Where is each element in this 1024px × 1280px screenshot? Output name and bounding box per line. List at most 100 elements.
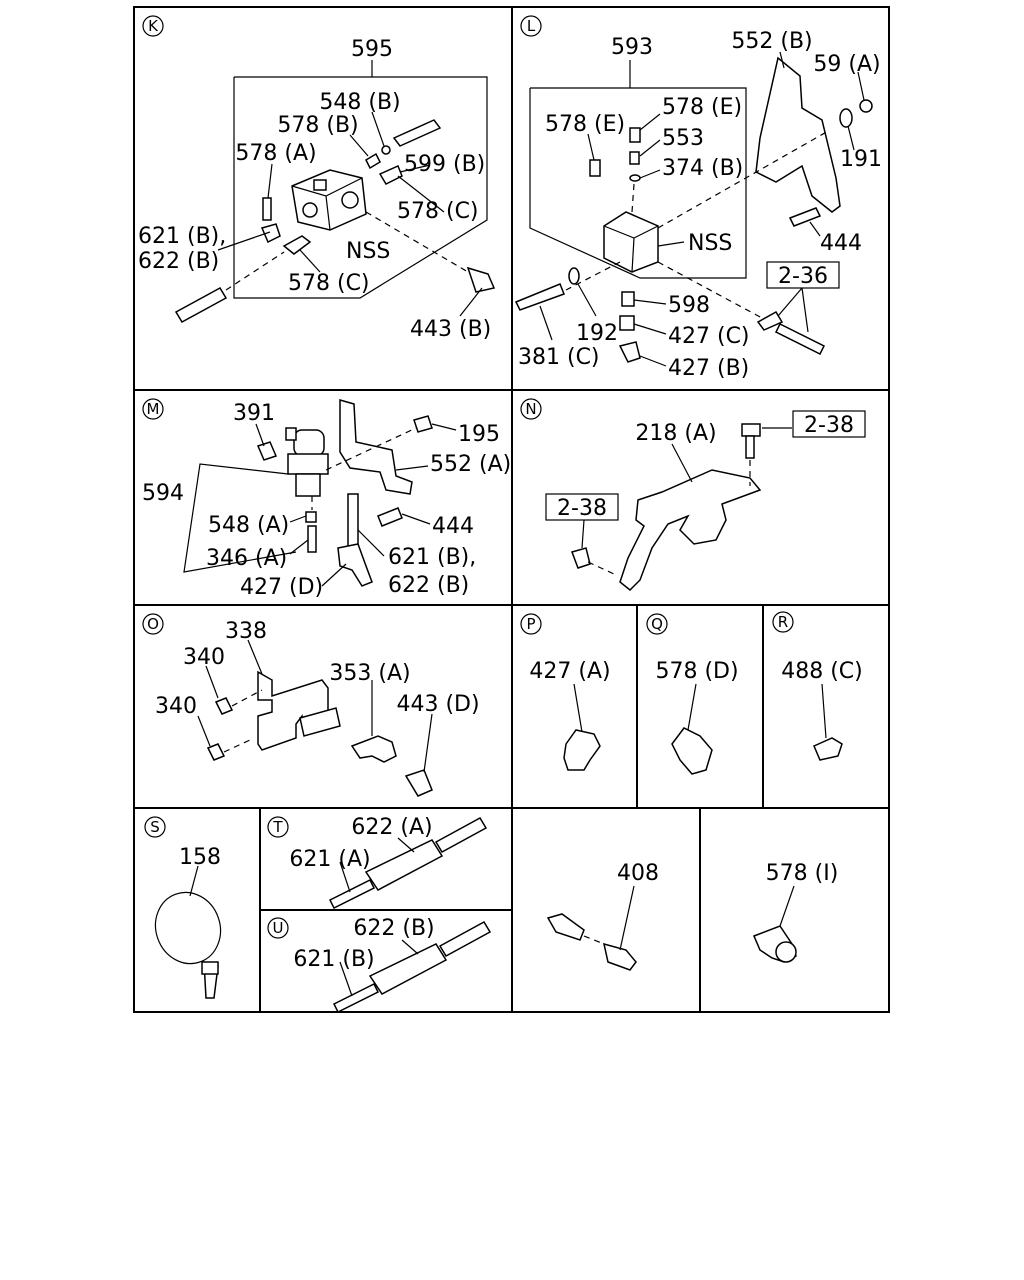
panel-n-bracket: 218 (A) 2-38 2-38 bbox=[545, 410, 866, 592]
elbow-427a bbox=[563, 729, 601, 771]
tube-621b-u bbox=[332, 982, 380, 1014]
label-381c: 381 (C) bbox=[518, 345, 600, 370]
svg-text:Q: Q bbox=[651, 615, 663, 633]
fitting-598 bbox=[621, 291, 635, 307]
ref-box-2-38-lower bbox=[545, 493, 619, 521]
svg-text:M: M bbox=[147, 400, 160, 418]
panel-q-elbow: 578 (D) bbox=[655, 659, 739, 775]
nut-340-lower bbox=[206, 743, 226, 761]
panel-r-plug: 488 (C) bbox=[781, 659, 863, 761]
hose-622a-end bbox=[434, 816, 488, 854]
section-marker-m: M bbox=[142, 398, 164, 420]
label-340-upper: 340 bbox=[183, 645, 225, 670]
label-340-lower: 340 bbox=[155, 694, 197, 719]
panel-s-cable-tie: 158 bbox=[154, 845, 222, 999]
fitting-578c-upper bbox=[378, 164, 403, 185]
label-191: 191 bbox=[840, 147, 882, 172]
label-593: 593 bbox=[611, 35, 653, 60]
fitting-578i-face bbox=[775, 941, 797, 963]
label-338: 338 bbox=[225, 619, 267, 644]
panel-w-fitting: 578 (I) bbox=[753, 861, 839, 963]
label-552b: 552 (B) bbox=[731, 29, 812, 54]
label-391: 391 bbox=[233, 401, 275, 426]
panel-m-solenoid-valve: 391 195 552 (A) 594 548 (A) 444 346 (A) … bbox=[142, 399, 511, 600]
label-218a: 218 (A) bbox=[635, 421, 716, 446]
hose-622b-u-end bbox=[438, 920, 492, 958]
label-427c: 427 (C) bbox=[668, 324, 750, 349]
label-427a: 427 (A) bbox=[529, 659, 610, 684]
svg-text:T: T bbox=[272, 818, 283, 836]
label-595: 595 bbox=[351, 37, 393, 62]
tube-599b bbox=[392, 119, 442, 147]
section-marker-q: Q bbox=[646, 613, 668, 635]
fitting-578e-left bbox=[589, 159, 601, 177]
panel-l-junction-block: 593 552 (B) 59 (A) 578 (E) 578 (E) 553 3… bbox=[514, 29, 882, 381]
label-578e-left: 578 (E) bbox=[545, 112, 625, 137]
label-192: 192 bbox=[576, 321, 618, 346]
label-578i: 578 (I) bbox=[766, 861, 839, 886]
grid-frame bbox=[133, 6, 890, 1013]
label-621b-u: 621 (B) bbox=[293, 947, 374, 972]
nut-553 bbox=[629, 151, 640, 165]
panel-k-relay-valve: 595 548 (B) 578 (B) 578 (A) 599 (B) 578 … bbox=[138, 37, 496, 342]
label-594: 594 bbox=[142, 481, 184, 506]
bolt-381c bbox=[514, 283, 565, 311]
svg-text:U: U bbox=[273, 919, 284, 937]
label-621a: 621 (A) bbox=[289, 847, 370, 872]
bolt-444-l bbox=[788, 207, 822, 227]
label-443d: 443 (D) bbox=[396, 692, 479, 717]
bracket-338 bbox=[257, 670, 329, 751]
label-552a: 552 (A) bbox=[430, 452, 511, 477]
panel-v-sensor: 408 bbox=[546, 861, 659, 971]
label-nss-k: NSS bbox=[346, 239, 390, 264]
label-621b: 621 (B), bbox=[138, 224, 226, 249]
section-marker-o: O bbox=[142, 613, 164, 635]
bolt-444-m bbox=[377, 507, 403, 527]
label-578c-lower: 578 (C) bbox=[288, 271, 370, 296]
bolt-shank-2-38-upper bbox=[745, 435, 755, 459]
section-marker-t: T bbox=[267, 816, 289, 838]
label-548b: 548 (B) bbox=[319, 90, 400, 115]
oring-548a bbox=[305, 511, 317, 523]
panel-t-tube-hose: 622 (A) 621 (A) bbox=[289, 815, 488, 910]
hose-622a bbox=[364, 839, 444, 891]
section-marker-r: R bbox=[772, 611, 794, 633]
plug-578b bbox=[365, 152, 381, 170]
tube-621b-622b bbox=[174, 286, 228, 324]
label-444-m: 444 bbox=[432, 514, 474, 539]
label-444-l: 444 bbox=[820, 231, 862, 256]
washer-191 bbox=[839, 108, 853, 128]
label-2-38-lower: 2-38 bbox=[557, 496, 607, 521]
label-578d: 578 (D) bbox=[655, 659, 738, 684]
label-2-36: 2-36 bbox=[778, 264, 828, 289]
label-374b: 374 (B) bbox=[662, 156, 743, 181]
fitting-2-36 bbox=[756, 310, 784, 331]
fitting-578e-right bbox=[629, 127, 641, 143]
label-578b: 578 (B) bbox=[277, 113, 358, 138]
label-622b-u: 622 (B) bbox=[353, 916, 434, 941]
svg-text:S: S bbox=[150, 818, 160, 836]
section-marker-p: P bbox=[520, 613, 542, 635]
label-488c: 488 (C) bbox=[781, 659, 863, 684]
plug-488c bbox=[813, 737, 843, 761]
fitting-578a-stem bbox=[262, 197, 272, 221]
section-marker-l: L bbox=[520, 15, 542, 37]
section-marker-k: K bbox=[142, 15, 164, 37]
bolt-head-2-38-upper bbox=[741, 423, 761, 437]
section-marker-n: N bbox=[520, 398, 542, 420]
hose-622b-u bbox=[368, 943, 448, 995]
label-621b-m: 621 (B), bbox=[388, 545, 476, 570]
svg-text:K: K bbox=[148, 17, 159, 35]
clamp-353a bbox=[350, 735, 397, 763]
relay-valve-body bbox=[291, 169, 367, 231]
bolt-443b bbox=[466, 266, 496, 293]
label-553: 553 bbox=[662, 126, 704, 151]
nut-59a bbox=[859, 99, 873, 113]
bracket-552b bbox=[755, 56, 841, 213]
label-195: 195 bbox=[458, 422, 500, 447]
solenoid-valve bbox=[285, 427, 329, 497]
label-158: 158 bbox=[179, 845, 221, 870]
bracket-338-tab bbox=[299, 707, 341, 737]
bolt-195 bbox=[413, 415, 433, 433]
